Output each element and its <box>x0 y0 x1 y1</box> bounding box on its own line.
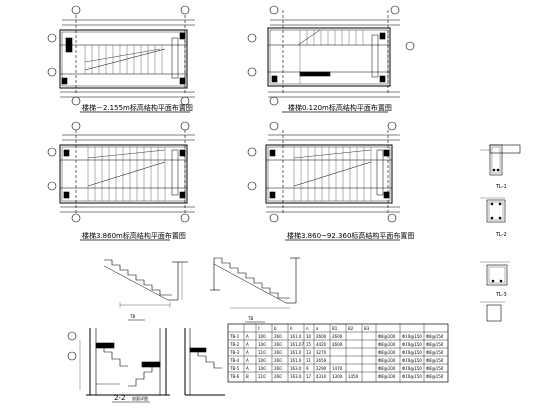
table-cell: Φ10@150 <box>402 350 422 355</box>
table-cell: Φ10@150 <box>402 366 422 371</box>
table-cell: 100 <box>258 358 266 363</box>
table-cell: 260 <box>274 374 282 379</box>
table-cell: TB-1 <box>229 334 240 339</box>
table-cell: A <box>246 342 249 347</box>
table-cell: 161.0 <box>290 350 302 355</box>
section-2-2 <box>67 328 170 403</box>
table-cell: 260 <box>274 366 282 371</box>
table-cell: TB-5 <box>229 366 240 371</box>
plan-1-title: 楼梯－2.155m标高结构平面布置图 <box>82 103 193 112</box>
table-header-cell: B3 <box>364 326 370 331</box>
stair-plan-1 <box>47 5 195 113</box>
table-cell: 161.0 <box>290 334 302 339</box>
table-cell: 163.0 <box>290 366 302 371</box>
table-header-cell: t <box>258 326 260 331</box>
beam-detail-tl1 <box>480 144 521 176</box>
table-cell: 11 <box>306 358 312 363</box>
table-cell: Φ8@100 <box>378 358 396 363</box>
table-cell: 9 <box>306 366 309 371</box>
table-cell: 163.0 <box>290 374 302 379</box>
table-cell: 13 <box>306 350 312 355</box>
stair-section-left <box>103 259 188 321</box>
table-cell: 100 <box>258 366 266 371</box>
section-middle-small <box>184 328 225 396</box>
table-cell: 1450 <box>348 374 359 379</box>
table-cell: 2600 <box>316 334 327 339</box>
table-cell: 10 <box>306 334 312 339</box>
table-cell: Φ8@150 <box>426 366 444 371</box>
table-cell: Φ8@150 <box>426 358 444 363</box>
stair-plan-3 <box>47 121 195 241</box>
table-cell: 4420 <box>316 342 327 347</box>
table-cell: Φ10@150 <box>402 334 422 339</box>
table-cell: 17 <box>306 374 312 379</box>
stair-section-right <box>210 257 300 323</box>
table-cell: Φ8@100 <box>378 350 396 355</box>
plan-3-title: 楼梯3.860m标高结构平面布置图 <box>82 231 186 240</box>
detail-tl1-label: TL-1 <box>495 184 507 190</box>
table-header-cell: n <box>306 326 309 331</box>
table-cell: 2600 <box>332 342 343 347</box>
table-cell: 2290 <box>316 366 327 371</box>
table-cell: Φ10@150 <box>402 342 422 347</box>
table-cell: 260 <box>274 350 282 355</box>
table-header-cell: B2 <box>348 326 354 331</box>
table-cell: 2600 <box>332 334 343 339</box>
table-cell: 2650 <box>316 358 327 363</box>
table-cell: 260 <box>274 342 282 347</box>
table-cell: 15 <box>306 342 312 347</box>
table-cell: 260 <box>274 358 282 363</box>
stair-schedule-table <box>227 323 449 383</box>
stair-plan-2 <box>247 5 415 113</box>
table-cell: 4310 <box>316 374 327 379</box>
table-cell: 1470 <box>332 366 343 371</box>
table-cell: Φ8@100 <box>378 334 396 339</box>
table-cell: TB-6 <box>229 374 240 379</box>
table-cell: 3270 <box>316 350 327 355</box>
table-cell: TB-4 <box>229 358 240 363</box>
table-cell: A <box>246 334 249 339</box>
section-left-caption: TB <box>129 314 135 319</box>
beam-detail-tl2 <box>480 197 506 223</box>
table-header-cell: B1 <box>332 326 338 331</box>
table-cell: Φ8@150 <box>426 374 444 379</box>
plan-2-title: 楼梯0.120m标高结构平面布置图 <box>288 103 392 112</box>
table-cell: TB-2 <box>229 342 240 347</box>
table-cell: 161.07 <box>290 342 304 347</box>
table-cell: Φ10@150 <box>402 358 422 363</box>
table-header-cell: a <box>316 326 319 331</box>
plan-4-title: 楼梯3.860~92.360标高结构平面布置图 <box>287 231 414 240</box>
beam-detail-small <box>480 301 505 322</box>
detail-tl3-label: TL-3 <box>495 292 507 298</box>
table-cell: Φ8@150 <box>426 350 444 355</box>
table-header-cell: h <box>290 326 293 331</box>
section-2-2-note: 剖面详图 <box>132 395 148 401</box>
table-cell: A <box>246 366 249 371</box>
table-cell: 100 <box>258 342 266 347</box>
section-2-2-caption: 2-2 <box>114 394 125 402</box>
table-cell: 110 <box>258 350 266 355</box>
table-cell: Φ10@150 <box>402 374 422 379</box>
detail-tl2-label: TL-2 <box>495 232 507 238</box>
table-cell: 110 <box>258 374 266 379</box>
table-cell: Φ8@150 <box>426 334 444 339</box>
table-cell: 1300 <box>332 374 343 379</box>
table-cell: Φ8@100 <box>378 374 396 379</box>
table-header-cell: b <box>274 326 277 331</box>
table-cell: A <box>246 358 249 363</box>
stair-plan-4 <box>247 121 400 241</box>
table-cell: TB-3 <box>229 350 240 355</box>
beam-detail-tl3 <box>480 261 510 286</box>
section-right-caption: TB <box>247 316 253 321</box>
table-cell: 100 <box>258 334 266 339</box>
table-cell: 260 <box>274 334 282 339</box>
table-cell: Φ8@100 <box>378 342 396 347</box>
table-cell: Φ8@100 <box>378 366 396 371</box>
table-cell: A <box>246 350 249 355</box>
table-cell: 161.0 <box>290 358 302 363</box>
table-cell: B <box>246 374 249 379</box>
table-cell: Φ8@150 <box>426 342 444 347</box>
